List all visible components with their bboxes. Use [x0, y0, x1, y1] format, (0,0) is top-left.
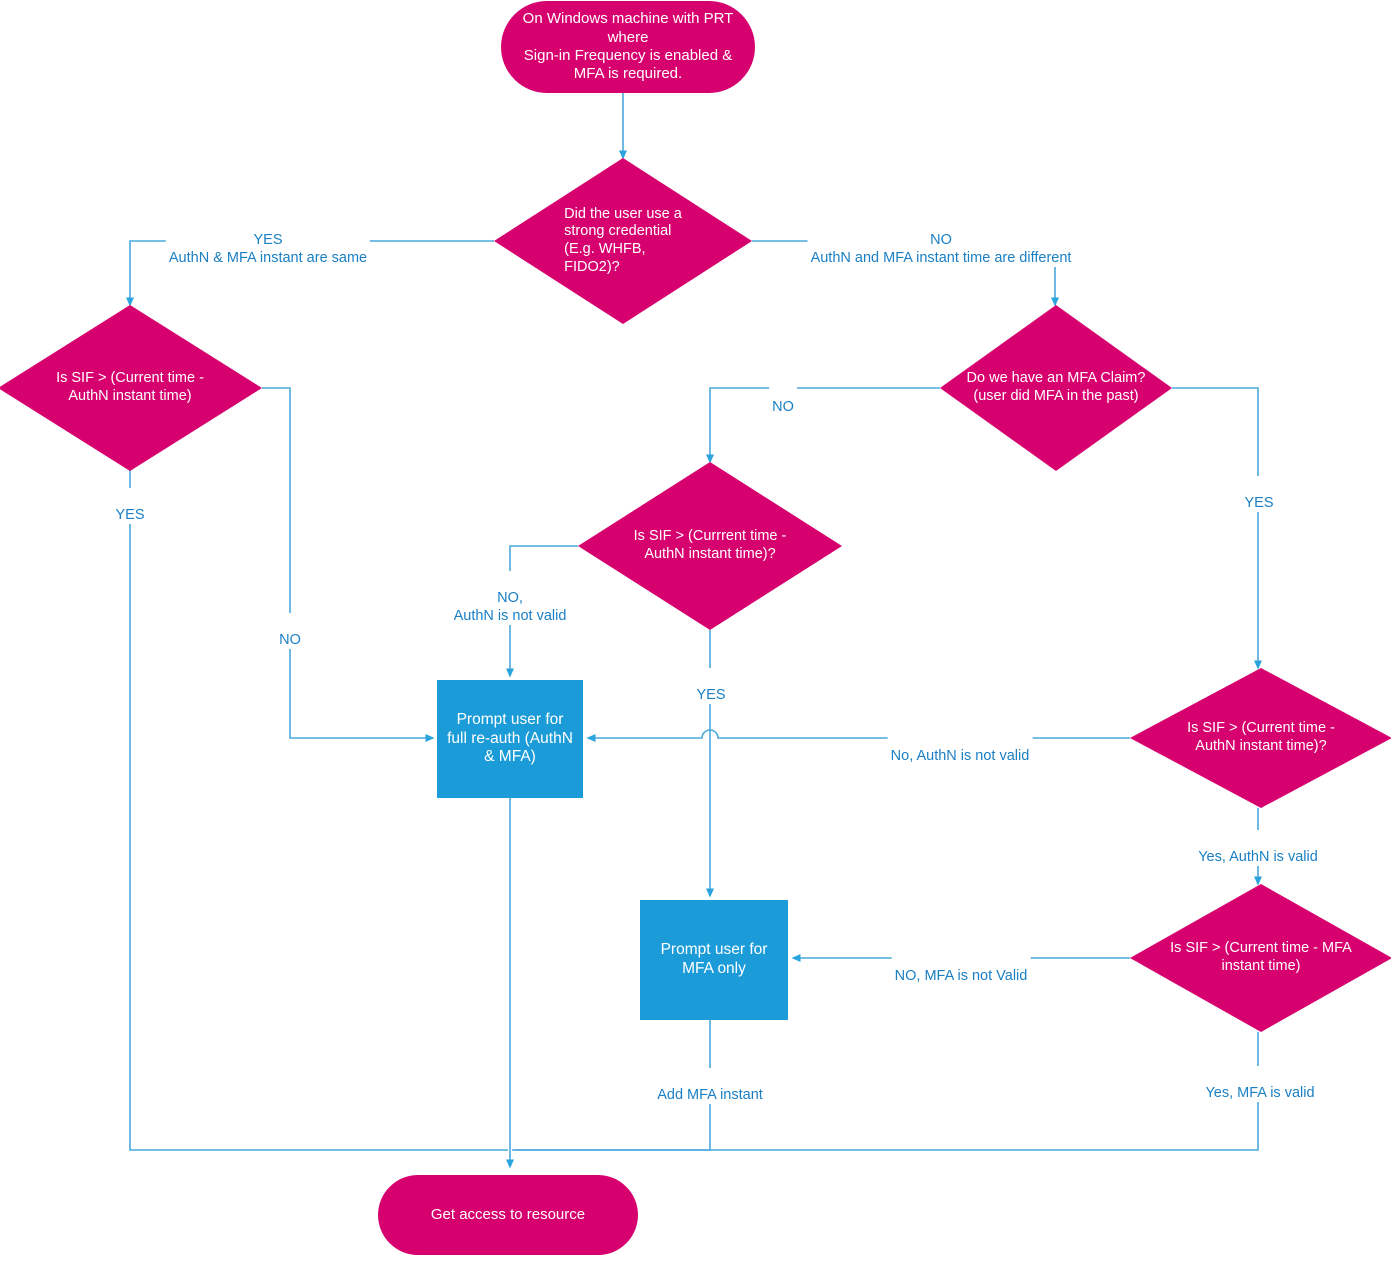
node-mfa-claim[interactable]: Do we have an MFA Claim? (user did MFA i… [940, 305, 1172, 471]
node-sif-authn-middle[interactable]: Is SIF > (Currrent time - AuthN instant … [578, 462, 842, 630]
edge-mfa-claim-yes [1172, 387, 1262, 670]
node-start[interactable]: On Windows machine with PRT where Sign-i… [501, 1, 755, 93]
edge-label-add-mfa-instant: Add MFA instant [654, 1068, 766, 1105]
edge-label-text: Yes, AuthN is valid [1198, 849, 1318, 866]
edge-label-text: Add MFA instant [657, 1087, 763, 1104]
node-prompt-mfa-only[interactable]: Prompt user for MFA only [640, 900, 788, 1020]
edge-label-text: NO, AuthN is not valid [453, 590, 567, 625]
edge-left-sif-no [262, 387, 435, 742]
edge-label-left-yes: YES [112, 488, 148, 525]
node-strong-credential[interactable]: Did the user use a strong credential (E.… [494, 158, 752, 324]
edge-label-claim-yes: YES [1241, 476, 1277, 513]
node-sif-authn-right-label: Is SIF > (Current time - AuthN instant t… [1187, 720, 1335, 754]
edge-label-text: YES [696, 687, 726, 704]
edge-right-sif-authn-no [586, 729, 1130, 742]
edge-label-text: YES [1244, 495, 1274, 512]
node-mfa-claim-label: Do we have an MFA Claim? (user did MFA i… [966, 370, 1146, 404]
edge-sif-mfa-yes [515, 1032, 1259, 1151]
edge-label-text: YES AuthN & MFA instant are same [168, 232, 368, 267]
node-strong-credential-label: Did the user use a strong credential (E.… [564, 205, 682, 275]
edge-label-claim-no: NO [769, 380, 797, 417]
node-prompt-full-reauth-label: Prompt user for full re-auth (AuthN & MF… [447, 710, 573, 766]
node-end[interactable]: Get access to resource [378, 1175, 638, 1255]
edge-label-yes-same: YES AuthN & MFA instant are same [165, 213, 371, 268]
edge-label-text: No, AuthN is not valid [890, 748, 1030, 765]
edge-label-text: NO AuthN and MFA instant time are differ… [810, 232, 1072, 267]
node-end-label: Get access to resource [430, 1205, 586, 1223]
node-sif-authn-middle-label: Is SIF > (Currrent time - AuthN instant … [633, 528, 787, 562]
edge-label-text: NO, MFA is not Valid [894, 968, 1028, 985]
edge-label-right-yes-authn-valid: Yes, AuthN is valid [1195, 830, 1321, 867]
node-prompt-full-reauth[interactable]: Prompt user for full re-auth (AuthN & MF… [437, 680, 583, 798]
edge-label-text: NO [279, 632, 301, 649]
node-sif-authn-left-label: Is SIF > (Current time - AuthN instant t… [56, 370, 204, 404]
node-start-label: On Windows machine with PRT where Sign-i… [522, 10, 734, 83]
node-sif-authn-right[interactable]: Is SIF > (Current time - AuthN instant t… [1130, 668, 1391, 808]
edge-label-text: NO [772, 399, 794, 416]
edge-label-middle-no-authn-not-valid: NO, AuthN is not valid [450, 571, 570, 626]
edge-label-text: Yes, MFA is valid [1205, 1085, 1315, 1102]
edge-label-right-no-authn-not-valid: No, AuthN is not valid [887, 729, 1033, 766]
node-prompt-mfa-only-label: Prompt user for MFA only [660, 941, 768, 977]
node-sif-authn-left[interactable]: Is SIF > (Current time - AuthN instant t… [0, 305, 262, 471]
edge-label-left-no: NO [276, 613, 304, 650]
edge-label-middle-yes: YES [693, 668, 729, 705]
edge-mfa-claim-no [706, 387, 940, 464]
edge-label-no-different: NO AuthN and MFA instant time are differ… [807, 213, 1075, 268]
edge-label-right-no-mfa-not-valid: NO, MFA is not Valid [891, 949, 1031, 986]
node-sif-mfa-right[interactable]: Is SIF > (Current time - MFA instant tim… [1130, 884, 1391, 1032]
node-sif-mfa-right-label: Is SIF > (Current time - MFA instant tim… [1170, 940, 1352, 974]
edge-label-text: YES [115, 507, 145, 524]
edge-label-right-yes-mfa-valid: Yes, MFA is valid [1202, 1066, 1318, 1103]
